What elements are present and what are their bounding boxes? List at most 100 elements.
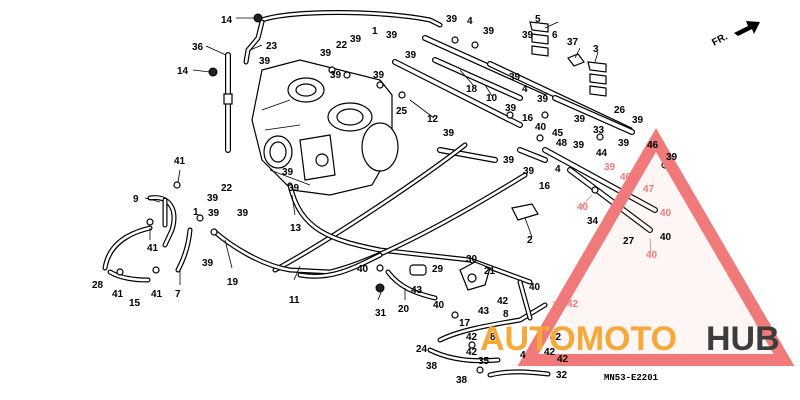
watermark-logo: AUTOMOTO HUB bbox=[480, 320, 780, 358]
callout-25: 25 bbox=[396, 106, 408, 117]
callout-23: 23 bbox=[266, 41, 278, 52]
callout-7: 7 bbox=[175, 289, 181, 300]
callout-39p: 39 bbox=[573, 140, 585, 151]
callout-14a: 14 bbox=[221, 15, 233, 26]
reference-code: MN53-E2201 bbox=[604, 373, 659, 383]
callout-38b: 38 bbox=[456, 375, 468, 386]
callout-26: 26 bbox=[614, 105, 626, 116]
callout-39k: 39 bbox=[509, 72, 521, 83]
callout-41b: 41 bbox=[147, 243, 159, 254]
callout-39h: 39 bbox=[522, 30, 534, 41]
carburetor-assembly bbox=[251, 59, 399, 196]
callout-41d: 41 bbox=[151, 289, 163, 300]
callout-20: 20 bbox=[398, 304, 410, 315]
watermark-word2: HUB bbox=[706, 320, 780, 358]
callout-31: 31 bbox=[375, 308, 387, 319]
callout-40e: 40 bbox=[577, 202, 589, 213]
callout-16b: 16 bbox=[539, 181, 551, 192]
callout-34: 34 bbox=[587, 216, 599, 227]
callout-39-lower: 39 bbox=[288, 183, 300, 194]
callout-2: 2 bbox=[527, 235, 533, 246]
callout-5: 5 bbox=[535, 14, 541, 25]
callout-39-red: 39 bbox=[604, 162, 616, 173]
callout-47: 47 bbox=[643, 184, 655, 195]
callout-39r: 39 bbox=[666, 152, 678, 163]
callout-36: 36 bbox=[192, 42, 204, 53]
callout-37: 37 bbox=[567, 37, 579, 48]
callout-43b: 43 bbox=[478, 306, 490, 317]
callout-6: 6 bbox=[552, 30, 558, 41]
callout-46: 46 bbox=[647, 140, 659, 151]
callout-19: 19 bbox=[227, 277, 239, 288]
callout-16a: 16 bbox=[522, 113, 534, 124]
callout-39l: 39 bbox=[537, 94, 549, 105]
callout-1b: 1 bbox=[193, 207, 199, 218]
callout-39b: 39 bbox=[320, 48, 332, 59]
callouts-watermark-area: 39 40 40 47 40 40 40 40 42 bbox=[529, 162, 672, 310]
callout-42g: 42 bbox=[567, 299, 579, 310]
callout-13: 13 bbox=[290, 223, 302, 234]
warning-triangle-icon bbox=[517, 128, 795, 366]
callout-14b: 14 bbox=[177, 66, 189, 77]
callout-41a: 41 bbox=[174, 156, 186, 167]
callout-40b: 40 bbox=[357, 264, 369, 275]
leader-lines bbox=[144, 17, 652, 303]
callout-21: 21 bbox=[484, 266, 496, 277]
callout-24: 24 bbox=[416, 344, 428, 355]
callout-40d: 40 bbox=[620, 172, 632, 183]
callout-40f: 40 bbox=[660, 208, 672, 219]
callout-42c: 42 bbox=[550, 332, 562, 343]
callout-3: 3 bbox=[593, 44, 599, 55]
callout-39u: 39 bbox=[523, 166, 535, 177]
callout-39n: 39 bbox=[574, 114, 586, 125]
callout-17: 17 bbox=[459, 318, 471, 329]
callout-22a: 22 bbox=[336, 40, 348, 51]
callout-27: 27 bbox=[623, 236, 635, 247]
callout-22b: 22 bbox=[221, 183, 233, 194]
callout-39e: 39 bbox=[405, 50, 417, 61]
callout-8a: 8 bbox=[503, 309, 509, 320]
callout-39d: 39 bbox=[386, 30, 398, 41]
callout-42e: 42 bbox=[466, 347, 478, 358]
callout-39-left1: 39 bbox=[207, 193, 219, 204]
callout-28: 28 bbox=[92, 280, 104, 291]
callout-29: 29 bbox=[432, 264, 444, 275]
callout-33: 33 bbox=[593, 125, 605, 136]
callout-4a: 4 bbox=[467, 16, 473, 27]
callout-9: 9 bbox=[133, 194, 139, 205]
callout-39j: 39 bbox=[330, 70, 342, 81]
callout-30: 30 bbox=[466, 254, 478, 265]
callout-38a: 38 bbox=[426, 361, 438, 372]
callout-18: 18 bbox=[466, 84, 478, 95]
watermark-word1: AUTOMOTO bbox=[480, 320, 677, 358]
callout-39i: 39 bbox=[373, 70, 385, 81]
callout-42f: 42 bbox=[557, 354, 569, 365]
callout-39g: 39 bbox=[483, 26, 495, 37]
callout-8b: 8 bbox=[490, 332, 496, 343]
callout-39-left3: 39 bbox=[237, 208, 249, 219]
callout-42d: 42 bbox=[544, 347, 556, 358]
front-direction-indicator: FR. bbox=[710, 21, 760, 49]
callout-35: 35 bbox=[478, 356, 490, 367]
callout-41c: 41 bbox=[112, 289, 124, 300]
callout-14-area-39m: 39 bbox=[505, 103, 517, 114]
callout-39a: 39 bbox=[259, 56, 271, 67]
callout-39-left4: 39 bbox=[202, 258, 214, 269]
callout-39f: 39 bbox=[446, 14, 458, 25]
callout-42b: 42 bbox=[466, 332, 478, 343]
callout-39-left2: 39 bbox=[208, 208, 220, 219]
callout-11: 11 bbox=[289, 295, 300, 306]
callout-40i: 40 bbox=[529, 282, 541, 293]
callout-40c: 40 bbox=[433, 300, 445, 311]
callout-39v: 39 bbox=[282, 167, 294, 178]
callout-10: 10 bbox=[486, 93, 498, 104]
callouts: 14 23 36 14 39 39 22 39 1 39 39 39 4 39 … bbox=[92, 14, 678, 386]
callout-43a: 43 bbox=[411, 285, 423, 296]
callout-39s: 39 bbox=[443, 128, 455, 139]
callout-4b: 4 bbox=[522, 84, 528, 95]
callout-39q: 39 bbox=[618, 138, 630, 149]
callout-44: 44 bbox=[596, 148, 608, 159]
callout-1a: 1 bbox=[372, 26, 378, 37]
callout-40h: 40 bbox=[646, 250, 658, 261]
